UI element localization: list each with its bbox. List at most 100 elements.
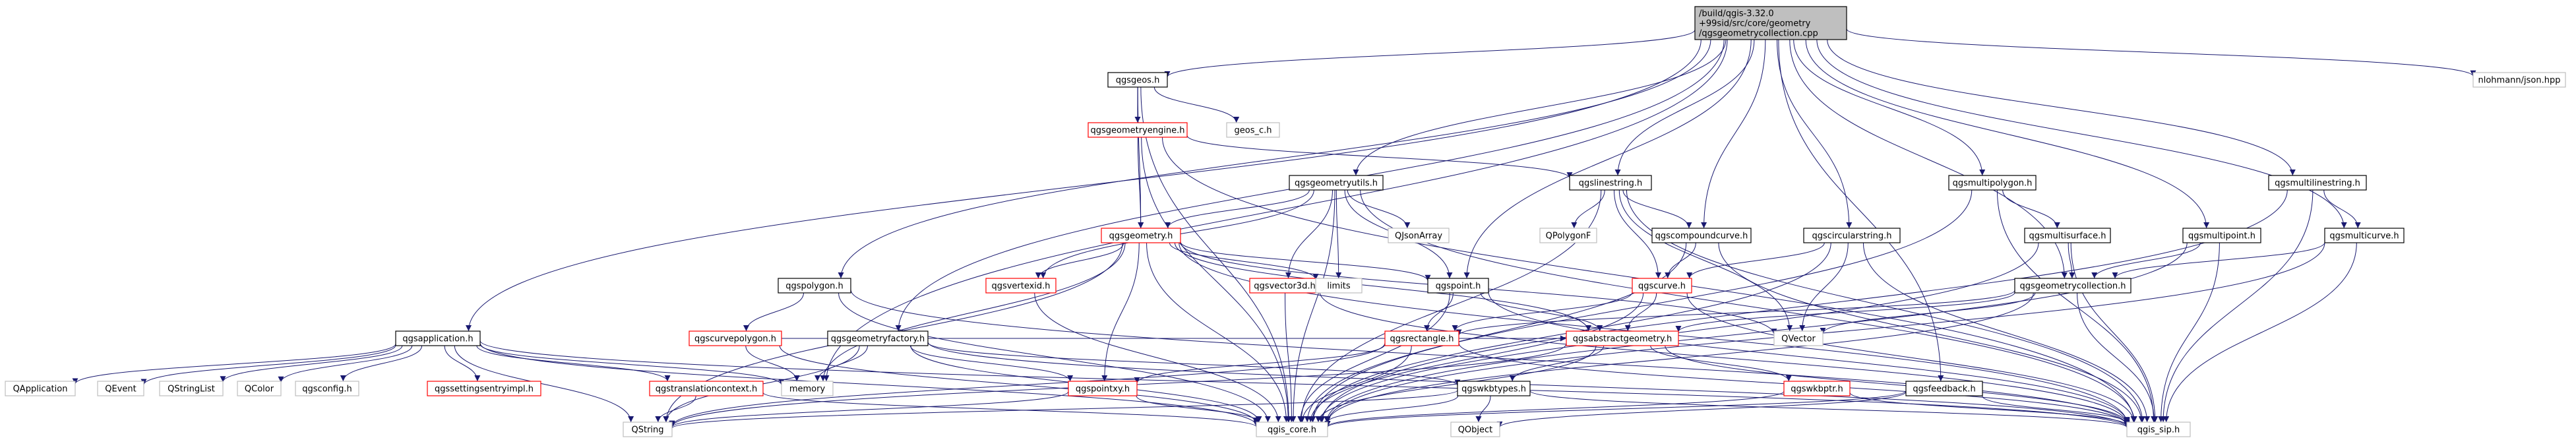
node-qgsmulticurve-h[interactable]: qgsmulticurve.h <box>2324 228 2405 243</box>
edge-root-to-nlohmann_json_hpp <box>1846 28 2476 77</box>
edge-qgsmultipoint_h-to-qgis_core_h <box>1324 242 2188 423</box>
node-label-line: qgsgeometrycollection.h <box>2019 282 2126 292</box>
edge-qgsmulticurve_h-to-qgis_sip_h <box>2163 242 2357 423</box>
node-qgscircularstring-h[interactable]: qgscircularstring.h <box>1803 228 1901 243</box>
node-box <box>1566 330 1679 346</box>
edge-qgsmulticurve_h-to-qgis_core_h <box>1324 242 2325 423</box>
edge-qgsvector3d_h-to-qgis_sip_h <box>1319 291 2130 425</box>
node-label-line: limits <box>1327 282 1351 292</box>
edge-qgsmultisurface_h-to-qgis_core_h <box>1318 242 2039 423</box>
node-root: /build/qgis-3.32.0+99sid/src/core/geomet… <box>1694 6 1847 40</box>
edge-qgsmultipoint_h-to-qgis_sip_h <box>2158 242 2220 423</box>
node-label-line: QColor <box>245 385 274 394</box>
edge-qgsgeometryutils_h-to-qgis_core_h <box>1290 189 1335 423</box>
node-qvector: QVector <box>1773 330 1824 346</box>
edge-qgsmulticurve_h-to-qgsgeometrycollection_h <box>2112 242 2325 279</box>
node-qgsfeedback-h[interactable]: qgsfeedback.h <box>1905 381 1983 396</box>
edge-qgscurvepolygon_h-to-memory <box>745 345 800 382</box>
edge-qgstranslationcontext_h-to-qgis_core_h <box>762 392 1260 427</box>
node-label-line: QStringList <box>168 385 215 394</box>
node-qgsvector3d-h: qgsvector3d.h <box>1249 278 1320 294</box>
node-box <box>1651 228 1752 243</box>
edge-root-to-qgsmultilinestring_h <box>1827 39 2296 176</box>
node-box <box>295 381 359 396</box>
edge-qgsvector3d_h-to-qgis_core_h <box>1285 292 1295 423</box>
edge-qgsapplication_h-to-memory <box>479 344 785 385</box>
node-label-line: QVector <box>1781 334 1816 344</box>
node-qpolygonf: QPolygonF <box>1539 228 1597 243</box>
node-box <box>1101 228 1181 243</box>
node-qgsmultipolygon-h[interactable]: qgsmultipolygon.h <box>1948 175 2037 191</box>
edge-qgsgeometryfactory_h-to-qgswkbtypes_h <box>927 342 1461 386</box>
edge-qgsgeometryengine_h-to-qgslinestring_h <box>1186 135 1573 179</box>
node-qgis-sip-h: qgis_sip.h <box>2126 422 2191 437</box>
node-memory: memory <box>781 381 834 396</box>
edge-root-to-qgspolygon_h <box>838 39 1711 279</box>
node-qgswkbtypes-h[interactable]: qgswkbtypes.h <box>1457 381 1531 396</box>
edge-qgswkbtypes_h-to-qgis_sip_h <box>1529 390 2130 428</box>
node-qgsmultisurface-h[interactable]: qgsmultisurface.h <box>2024 228 2111 243</box>
edge-qgswkbtypes_h-to-qgis_core_h <box>1324 395 1459 423</box>
node-qgsgeometryfactory-h[interactable]: qgsgeometryfactory.h <box>827 330 929 346</box>
node-qgscompoundcurve-h[interactable]: qgscompoundcurve.h <box>1651 228 1752 243</box>
node-qgsgeometrycollection-h[interactable]: qgsgeometrycollection.h <box>2014 278 2131 294</box>
edge-root-to-qgscompoundcurve_h <box>1701 39 1766 229</box>
edge-root-to-memory <box>823 39 1728 382</box>
node-qgsgeometryengine-h: qgsgeometryengine.h <box>1088 122 1188 138</box>
edge-qgspoint_h-to-qgis_sip_h <box>1488 292 2130 423</box>
edge-qgsmultipolygon_h-to-qgis_core_h <box>1309 189 1973 423</box>
edge-qgsapplication_h-to-qcolor <box>278 345 413 383</box>
node-label-line: /build/qgis-3.32.0 <box>1699 9 1774 19</box>
node-qstringlist: QStringList <box>159 381 224 396</box>
node-label-line: qgsfeedback.h <box>1913 385 1975 394</box>
node-qgsapplication-h[interactable]: qgsapplication.h <box>395 330 481 346</box>
edge-qgsfeedback_h-to-qgis_core_h <box>1324 391 1907 428</box>
node-box <box>2024 228 2111 243</box>
edge-qgsapplication_h-to-qgssettingsentryimpl_h <box>444 345 481 382</box>
node-qjsonarray: QJsonArray <box>1388 228 1450 243</box>
node-qgsvertexid-h: qgsvertexid.h <box>985 278 1057 294</box>
node-label-line: qgscircularstring.h <box>1812 232 1891 241</box>
node-box <box>159 381 224 396</box>
node-qgslinestring-h[interactable]: qgslinestring.h <box>1569 175 1652 191</box>
edge-qgsapplication_h-to-qapplication <box>72 343 396 385</box>
node-box <box>1948 175 2037 191</box>
node-qgspoint-h[interactable]: qgspoint.h <box>1427 278 1489 294</box>
node-label-line: qgis_core.h <box>1268 425 1316 435</box>
edge-qgsgeometrycollection_h-to-qvector <box>1820 292 2036 334</box>
edge-qgslinestring_h-to-qgis_core_h <box>1298 189 1602 423</box>
node-label-line: qgspoint.h <box>1436 282 1481 292</box>
edge-qgsgeometry_h-to-qgspoint_h <box>1180 241 1431 281</box>
edge-qgsmultisurface_h-to-qgis_sip_h <box>2070 242 2159 423</box>
node-box <box>2014 278 2131 294</box>
node-box <box>1068 381 1138 396</box>
edge-qgsgeometry_h-to-memory <box>820 242 1126 382</box>
node-label-line: qgscurvepolygon.h <box>694 334 776 344</box>
node-qgis-core-h: qgis_core.h <box>1256 422 1328 437</box>
node-qgsmultilinestring-h[interactable]: qgsmultilinestring.h <box>2268 175 2367 191</box>
edge-qgscompoundcurve_h-to-qgis_sip_h <box>1718 242 2145 423</box>
node-qgswkbptr-h: qgswkbptr.h <box>1783 381 1851 396</box>
edge-qgsfeedback_h-to-qobject <box>1496 391 1907 428</box>
edge-qgsgeometryutils_h-to-qgsvector3d_h <box>1285 189 1333 279</box>
node-box <box>1457 381 1531 396</box>
node-label-line: memory <box>789 385 826 394</box>
node-qgsmultipoint-h[interactable]: qgsmultipoint.h <box>2182 228 2261 243</box>
node-qgsgeos-h[interactable]: qgsgeos.h <box>1107 72 1168 88</box>
edge-qgsapplication_h-to-qevent <box>140 344 396 385</box>
node-qgspolygon-h[interactable]: qgspolygon.h <box>778 278 851 294</box>
edge-qgsgeometryutils_h-to-qgsgeometry_h <box>1165 189 1310 229</box>
edge-qgsabstractgeometry_h-to-qgswkbtypes_h <box>1509 345 1605 382</box>
node-label-line: nlohmann/json.hpp <box>2478 76 2561 86</box>
node-qstring: QString <box>623 422 673 437</box>
node-qgscurve-h: qgscurve.h <box>1632 278 1692 294</box>
edge-root-to-qgsgeos_h <box>1164 30 1696 78</box>
node-label-line: qgspolygon.h <box>785 282 843 292</box>
edge-root-to-qgscircularstring_h <box>1777 39 1853 229</box>
edge-qgsapplication_h-to-qstring <box>454 345 634 423</box>
node-label-line: qgis_sip.h <box>2137 425 2180 435</box>
node-qgsgeometryutils-h[interactable]: qgsgeometryutils.h <box>1289 175 1384 191</box>
edge-qgscircularstring_h-to-qgscurve_h <box>1686 242 1825 279</box>
node-box <box>1384 330 1459 346</box>
node-box <box>5 381 76 396</box>
